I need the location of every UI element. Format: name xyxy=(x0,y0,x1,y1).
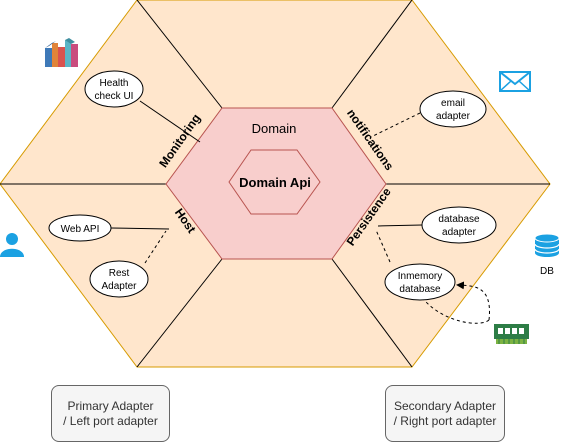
memory-curve xyxy=(420,295,490,324)
user-icon xyxy=(0,233,24,257)
domain-api-hexagon xyxy=(228,149,321,215)
primary-adapter-line2: / Left port adapter xyxy=(63,413,158,428)
inmemory-database-line1: Inmemory xyxy=(398,271,442,282)
email-adapter-line2: adapter xyxy=(436,111,471,122)
database-icon xyxy=(534,233,560,257)
primary-adapter-line1: Primary Adapter xyxy=(67,398,154,413)
webapi-connector xyxy=(110,227,170,230)
database-adapter-node xyxy=(421,206,497,244)
health-check-line1: Health xyxy=(100,78,129,89)
inmemory-database-line2: database xyxy=(399,284,441,295)
primary-adapter-box: Primary Adapter / Left port adapter xyxy=(51,385,170,442)
spoke-bottom-left xyxy=(136,258,223,368)
inmemory-database-node xyxy=(384,263,456,301)
bar-chart-icon xyxy=(45,38,78,67)
mail-icon xyxy=(499,71,531,92)
spoke-top-left xyxy=(136,0,223,109)
database-adapter-line1: database xyxy=(438,214,480,225)
db-label: DB xyxy=(540,266,554,277)
health-connector xyxy=(139,100,201,143)
rest-adapter-line2: Adapter xyxy=(101,281,137,292)
domain-api-label: Domain Api xyxy=(239,175,311,190)
secondary-adapter-box: Secondary Adapter / Right port adapter xyxy=(385,385,505,442)
web-api-node xyxy=(48,214,112,242)
health-check-line2: check UI xyxy=(95,91,134,102)
rest-adapter-line1: Rest xyxy=(109,268,130,279)
email-adapter-line1: email xyxy=(441,98,465,109)
memory-icon xyxy=(494,324,529,344)
database-adapter-line2: adapter xyxy=(442,227,477,238)
health-check-node xyxy=(84,70,144,108)
database-connector xyxy=(377,224,423,227)
spoke-top-right xyxy=(331,0,413,109)
spoke-bottom-right xyxy=(331,258,413,368)
secondary-adapter-line2: / Right port adapter xyxy=(393,413,497,428)
domain-title: Domain xyxy=(252,121,297,136)
memory-arrow xyxy=(456,281,490,321)
web-api-line1: Web API xyxy=(61,224,100,235)
rest-adapter-node xyxy=(89,260,149,298)
secondary-adapter-line1: Secondary Adapter xyxy=(393,398,497,413)
email-adapter-node xyxy=(419,90,487,128)
rest-connector xyxy=(144,230,167,264)
